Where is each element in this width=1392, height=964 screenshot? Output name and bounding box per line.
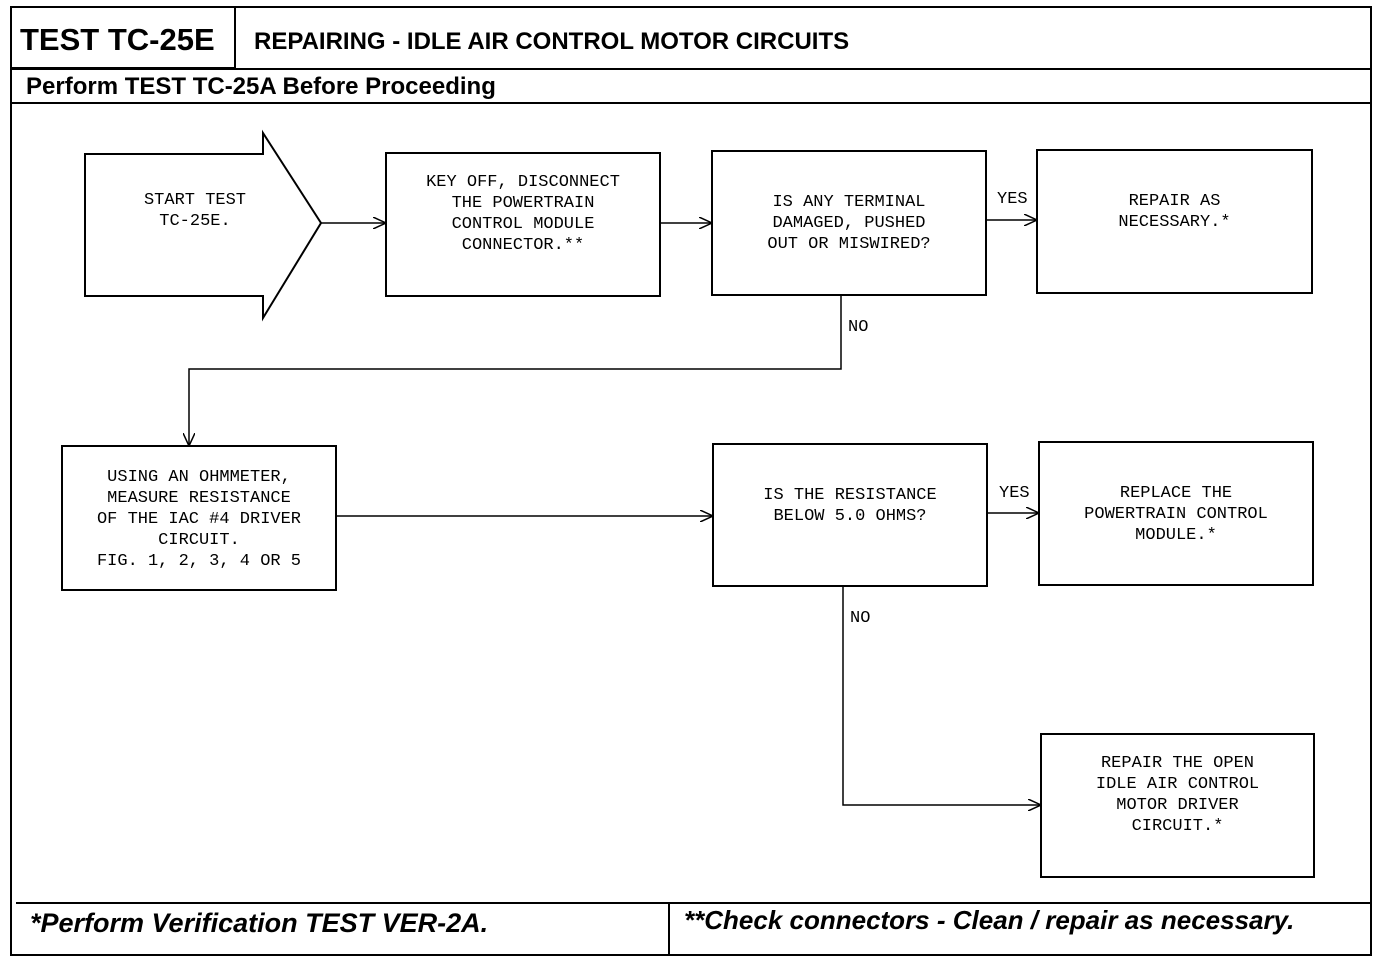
step-disconnect-box: KEY OFF, DISCONNECT THE POWERTRAIN CONTR… [385,152,661,297]
connector-decision2-no [842,586,1041,805]
decision1-line-3: OUT OR MISWIRED? [767,235,931,254]
result3-line-3: MOTOR DRIVER [1116,796,1239,815]
start-arrow-shape [84,129,323,322]
step2-line-1: USING AN OHMMETER, [107,468,291,487]
no-label-1: NO [848,318,869,337]
decision1-line-1: IS ANY TERMINAL [772,193,926,212]
result-open-circuit-box: REPAIR THE OPEN IDLE AIR CONTROL MOTOR D… [1040,733,1315,878]
subtitle-divider [10,102,1372,104]
yes-label-2: YES [999,484,1030,503]
result3-line-4: CIRCUIT.* [1131,817,1224,836]
step2-line-5: FIG. 1, 2, 3, 4 OR 5 [96,552,302,571]
start-line-2: TC-25E. [159,212,231,231]
connector-decision1-no [189,295,842,446]
start-box: START TEST TC-25E. [100,190,290,250]
footer-split [668,902,670,954]
result3-line-1: REPAIR THE OPEN [1100,754,1254,773]
result-replace-box: REPLACE THE POWERTRAIN CONTROL MODULE.* [1038,441,1314,586]
result1-line-2: NECESSARY.* [1118,213,1231,232]
decision-terminal-box: IS ANY TERMINAL DAMAGED, PUSHED OUT OR M… [711,150,987,296]
step1-line-2: THE POWERTRAIN [451,194,595,213]
step2-line-4: CIRCUIT. [158,531,240,550]
result2-line-2: POWERTRAIN CONTROL [1084,505,1268,524]
footer-connector-note: **Check connectors - Clean / repair as n… [684,905,1295,935]
step1-line-4: CONNECTOR.** [461,236,585,255]
step2-line-2: MEASURE RESISTANCE [107,489,291,508]
decision1-line-2: DAMAGED, PUSHED [772,214,926,233]
yes-label-1: YES [997,190,1028,209]
outer-frame [10,6,1372,956]
decision2-line-1: IS THE RESISTANCE [763,486,937,505]
result2-line-1: REPLACE THE [1119,484,1233,503]
result1-line-1: REPAIR AS [1128,192,1221,211]
decision-resistance-box: IS THE RESISTANCE BELOW 5.0 OHMS? [712,443,988,587]
header-divider [10,68,1372,70]
start-line-1: START TEST [143,191,247,210]
step-ohmmeter-box: USING AN OHMMETER, MEASURE RESISTANCE OF… [61,445,337,591]
step2-line-3: OF THE IAC #4 DRIVER [96,510,302,529]
test-id: TEST TC-25E [20,22,215,57]
page-subtitle: Perform TEST TC-25A Before Proceeding [26,73,496,100]
footer-divider [16,902,1372,904]
result3-line-2: IDLE AIR CONTROL [1095,775,1260,794]
no-label-2: NO [850,609,871,628]
result2-line-3: MODULE.* [1135,526,1217,545]
result-repair-box: REPAIR AS NECESSARY.* [1036,149,1313,294]
footer-verification-note: *Perform Verification TEST VER-2A. [30,908,489,938]
decision2-line-2: BELOW 5.0 OHMS? [773,507,927,526]
step1-line-3: CONTROL MODULE [451,215,595,234]
step1-line-1: KEY OFF, DISCONNECT [426,173,620,192]
page-title: REPAIRING - IDLE AIR CONTROL MOTOR CIRCU… [254,28,850,55]
